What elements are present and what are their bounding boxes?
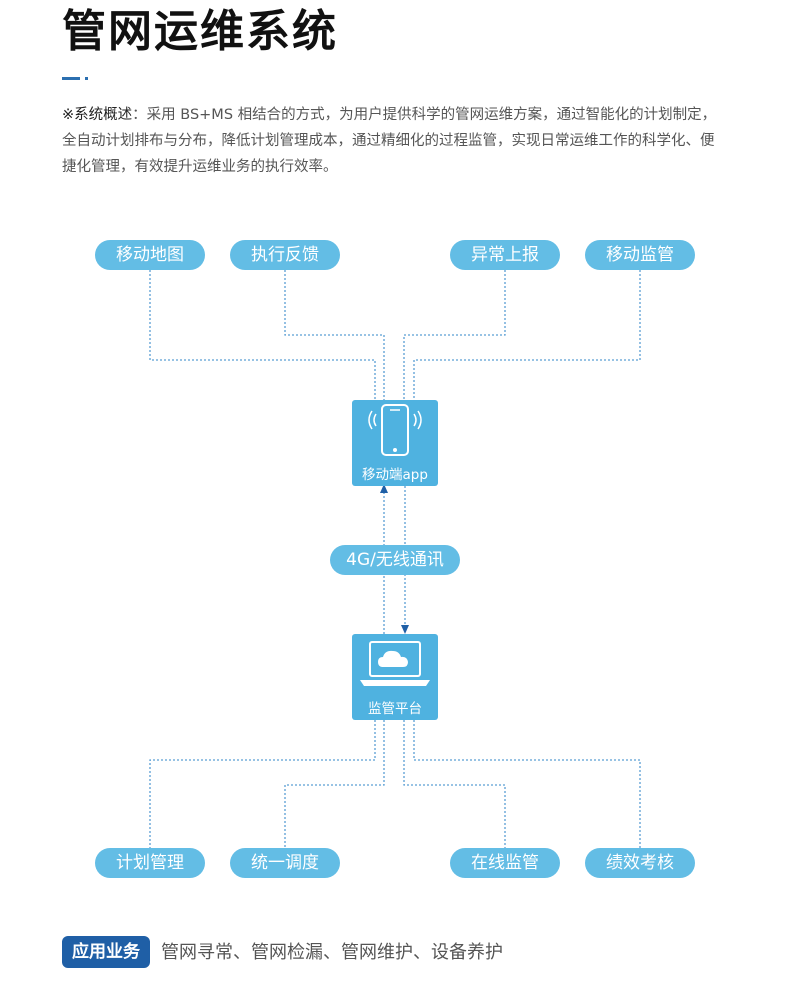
page-title: 管网运维系统 — [62, 6, 338, 57]
cloud-monitor-icon — [360, 641, 430, 686]
connector-mobile-supervision — [413, 270, 641, 400]
node-online-supervision: 在线监管 — [450, 848, 560, 878]
overview-paragraph: ※系统概述：采用 BS+MS 相结合的方式，为用户提供科学的管网运维方案，通过智… — [62, 102, 727, 180]
arrow-down — [401, 625, 409, 634]
connector-mobile-map — [149, 270, 376, 400]
node-unified-dispatch: 统一调度 — [230, 848, 340, 878]
business-text: 管网寻常、管网检漏、管网维护、设备养护 — [161, 942, 503, 963]
node-exception-report: 异常上报 — [450, 240, 560, 270]
overview-text: ：采用 BS+MS 相结合的方式，为用户提供科学的管网运维方案，通过智能化的计划… — [62, 107, 717, 175]
connector-unified-dispatch — [284, 720, 385, 850]
connector-plan-management — [149, 720, 376, 850]
smartphone-icon — [368, 404, 422, 456]
platform-label: 监管平台 — [368, 701, 422, 717]
connector-performance-review — [413, 720, 641, 850]
node-plan-management: 计划管理 — [95, 848, 205, 878]
connector-online-supervision — [403, 720, 506, 850]
connector-execution-feedback — [284, 270, 385, 400]
arrow-up — [380, 484, 388, 493]
mobile-app-box: 移动端app — [352, 400, 438, 486]
network-label: 4G/无线通讯 — [330, 545, 460, 575]
business-tag: 应用业务 — [62, 936, 150, 968]
overview-label: ※系统概述 — [62, 107, 133, 123]
mobile-app-label: 移动端app — [362, 467, 428, 483]
title-underline — [62, 77, 80, 80]
node-performance-review: 绩效考核 — [585, 848, 695, 878]
title-underline-dot — [85, 77, 88, 80]
node-execution-feedback: 执行反馈 — [230, 240, 340, 270]
connector-exception-report — [403, 270, 506, 400]
node-mobile-map: 移动地图 — [95, 240, 205, 270]
node-mobile-supervision: 移动监管 — [585, 240, 695, 270]
platform-box: 监管平台 — [352, 634, 438, 720]
